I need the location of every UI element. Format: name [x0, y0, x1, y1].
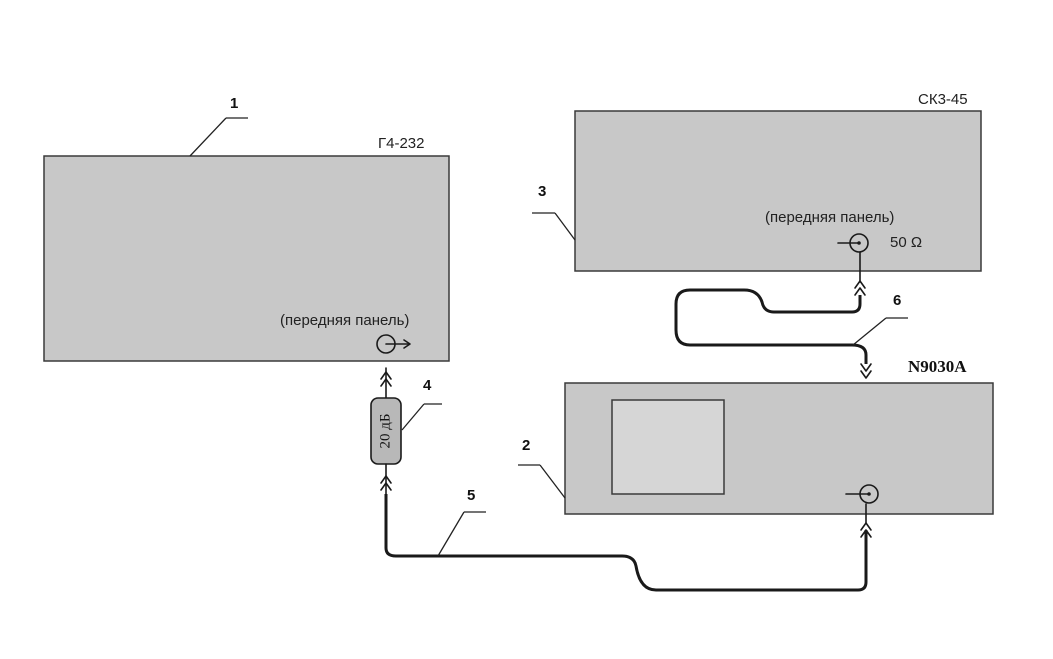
cable-6-leader-line — [852, 317, 887, 346]
cable-5-leader-line — [437, 511, 465, 557]
analyzer-device: N9030A 2 — [518, 357, 994, 515]
meter-body — [574, 110, 982, 272]
generator-body — [43, 155, 450, 362]
attenuator-label: 20 дБ — [377, 414, 393, 449]
cable-5: 5 — [384, 487, 872, 592]
attenuator: 20 дБ 4 — [370, 367, 442, 495]
meter-input-jack-icon — [837, 233, 869, 253]
meter-device: СК3-45 (передняя панель) 50 Ω 3 — [532, 91, 982, 272]
cable-6-bottom-connector-icon — [860, 363, 872, 372]
cable-5-number: 5 — [467, 487, 475, 504]
generator-leader-line — [189, 117, 227, 157]
generator-device: Г4-232 (передняя панель) 1 — [43, 95, 450, 362]
analyzer-model-label: N9030A — [908, 357, 967, 376]
cable-5-wire — [384, 494, 868, 592]
cable-6: 6 — [674, 251, 908, 379]
generator-number: 1 — [230, 95, 238, 112]
generator-output-jack-icon — [376, 334, 411, 354]
cable-6-number: 6 — [893, 292, 901, 309]
analyzer-leader-line — [539, 464, 566, 499]
attenuator-bottom-connector-icon — [380, 475, 392, 484]
generator-model-label: Г4-232 — [378, 135, 425, 152]
attenuator-top-connector-icon — [380, 371, 392, 380]
analyzer-screen — [611, 399, 725, 495]
meter-number: 3 — [538, 183, 546, 200]
cable-6-top-connector-icon — [854, 280, 866, 289]
meter-panel-label: (передняя панель) — [765, 209, 894, 226]
analyzer-number: 2 — [522, 437, 530, 454]
attenuator-leader-line — [401, 403, 425, 431]
generator-panel-label: (передняя панель) — [280, 312, 409, 329]
cable-5-connector-icon — [860, 522, 872, 531]
meter-leader-line — [554, 212, 576, 241]
analyzer-input-jack-icon — [845, 484, 879, 504]
meter-model-label: СК3-45 — [918, 91, 968, 108]
cable-6-wire — [674, 288, 868, 364]
attenuator-number: 4 — [423, 377, 432, 394]
meter-impedance-label: 50 Ω — [890, 234, 922, 251]
